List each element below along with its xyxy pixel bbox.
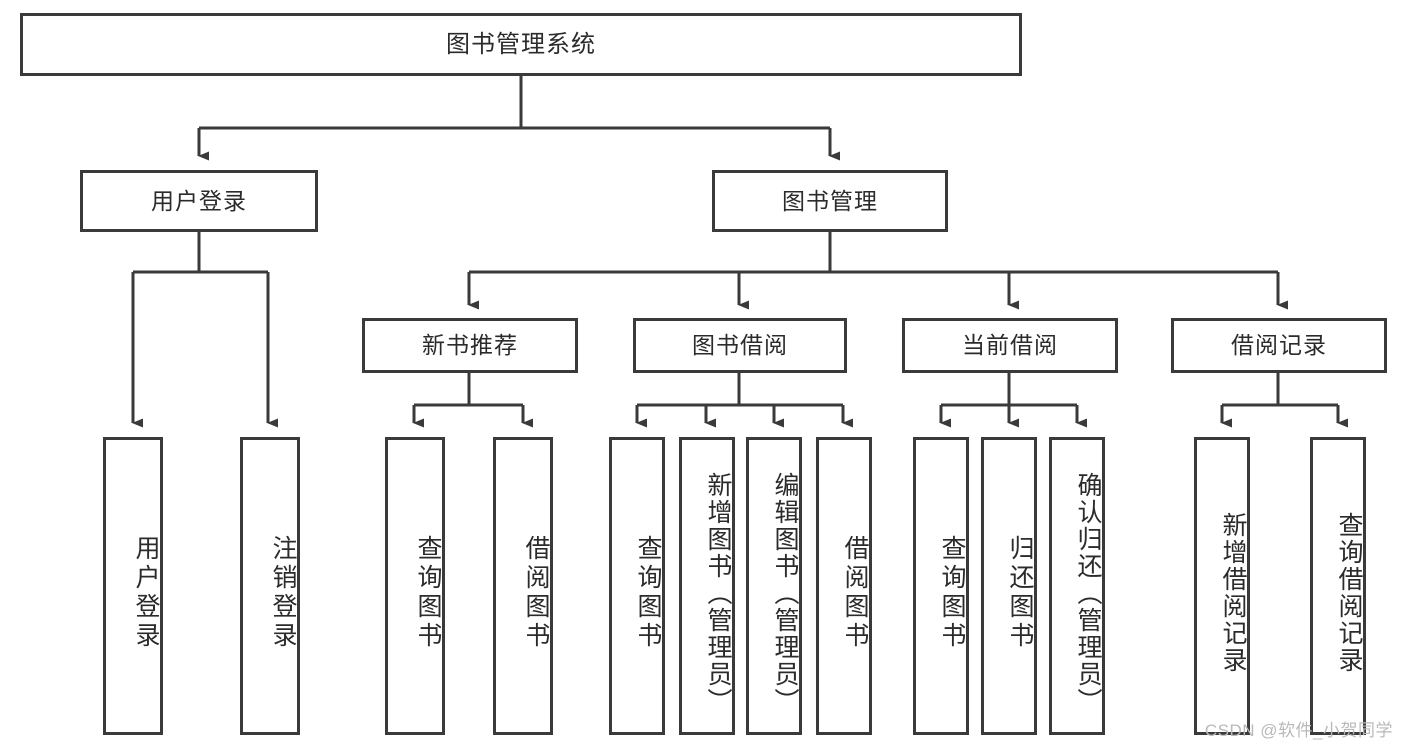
leaf-query-book-2[interactable]: 查询图书 <box>609 437 665 735</box>
node-book-manage[interactable]: 图书管理 <box>712 170 948 232</box>
leaf-query-book-1[interactable]: 查询图书 <box>385 437 445 735</box>
leaf-user-logout-label: 注销登录 <box>269 535 297 651</box>
leaf-query-record[interactable]: 查询借阅记录 <box>1310 437 1366 735</box>
csdn-watermark: CSDN @软件_小贺同学 <box>1204 721 1393 740</box>
leaf-borrow-book-1[interactable]: 借阅图书 <box>493 437 553 735</box>
leaf-user-login[interactable]: 用户登录 <box>103 437 163 735</box>
leaf-query-record-label: 查询借阅记录 <box>1335 512 1363 674</box>
node-root-label: 图书管理系统 <box>446 30 596 58</box>
leaf-return-book[interactable]: 归还图书 <box>981 437 1037 735</box>
leaf-return-book-label: 归还图书 <box>1006 535 1034 651</box>
leaf-add-book-label: 新增图书（管理员） <box>704 471 732 715</box>
node-book-borrow[interactable]: 图书借阅 <box>633 318 847 373</box>
node-new-book-recommend-label: 新书推荐 <box>422 332 518 359</box>
node-borrow-record-label: 借阅记录 <box>1231 332 1327 359</box>
leaf-borrow-book-2[interactable]: 借阅图书 <box>816 437 872 735</box>
leaf-borrow-book-1-label: 借阅图书 <box>522 535 550 651</box>
leaf-add-record[interactable]: 新增借阅记录 <box>1194 437 1250 735</box>
node-new-book-recommend[interactable]: 新书推荐 <box>362 318 578 373</box>
node-book-borrow-label: 图书借阅 <box>692 332 788 359</box>
node-borrow-record[interactable]: 借阅记录 <box>1171 318 1387 373</box>
node-user-login[interactable]: 用户登录 <box>80 170 318 232</box>
node-book-manage-label: 图书管理 <box>782 187 878 214</box>
node-current-borrow[interactable]: 当前借阅 <box>902 318 1118 373</box>
node-current-borrow-label: 当前借阅 <box>962 332 1058 359</box>
leaf-edit-book[interactable]: 编辑图书（管理员） <box>746 437 802 735</box>
leaf-query-book-2-label: 查询图书 <box>634 535 662 651</box>
node-root[interactable]: 图书管理系统 <box>20 13 1022 76</box>
leaf-add-book[interactable]: 新增图书（管理员） <box>679 437 735 735</box>
leaf-query-book-3[interactable]: 查询图书 <box>913 437 969 735</box>
leaf-confirm-return[interactable]: 确认归还（管理员） <box>1049 437 1105 735</box>
leaf-query-book-1-label: 查询图书 <box>414 535 442 651</box>
leaf-user-login-label: 用户登录 <box>132 535 160 651</box>
leaf-borrow-book-2-label: 借阅图书 <box>841 535 869 651</box>
leaf-confirm-return-label: 确认归还（管理员） <box>1074 471 1102 715</box>
leaf-user-logout[interactable]: 注销登录 <box>240 437 300 735</box>
node-user-login-label: 用户登录 <box>151 187 247 214</box>
leaf-query-book-3-label: 查询图书 <box>938 535 966 651</box>
leaf-edit-book-label: 编辑图书（管理员） <box>771 471 799 715</box>
leaf-add-record-label: 新增借阅记录 <box>1219 512 1247 674</box>
